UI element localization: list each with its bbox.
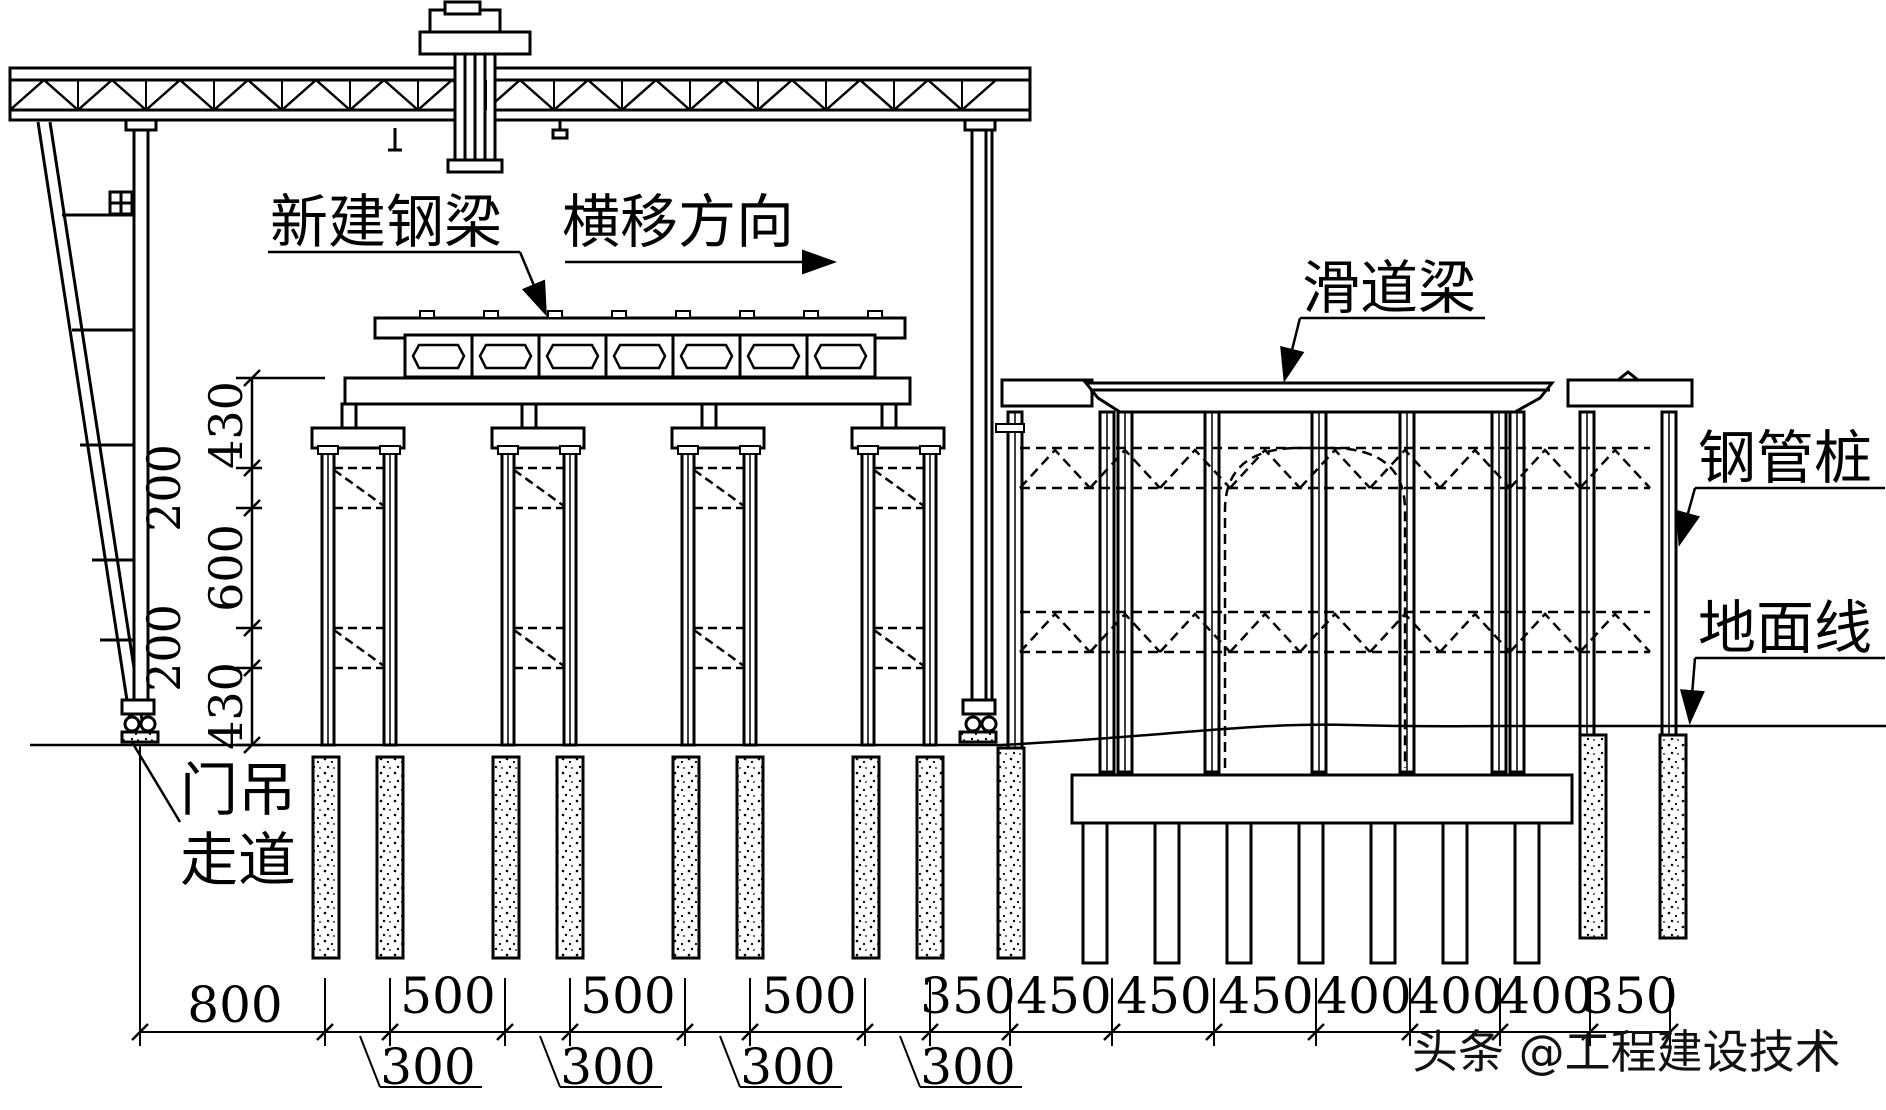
hdim-500-b: 500 [580,967,675,1025]
hdim-400-c: 400 [1498,967,1593,1025]
hdim-800: 800 [187,976,282,1034]
hdim-450-a: 450 [1016,967,1111,1025]
hdim-300-a: 300 [380,1038,475,1096]
hdim-350-b: 350 [1582,967,1677,1025]
vertical-dimension-labels: 430 200 600 200 430 [137,381,253,750]
label-gantry-walkway-2: 走道 [180,826,296,894]
vertical-dimension-line [236,369,325,754]
vdim-430-top: 430 [199,381,253,469]
bottom-dimension-labels-row1: 800 500 500 500 350 450 450 450 400 400 … [187,967,1677,1034]
bottom-dimension-lines [131,745,1679,1088]
callouts [130,249,1885,823]
ground-line [30,723,1886,747]
hdim-400-a: 400 [1316,967,1411,1025]
watermark: 头条 @工程建设技术 [1412,1025,1841,1079]
new-steel-beam [343,310,912,406]
label-gantry-walkway-1: 门吊 [180,756,296,824]
hdim-300-b: 300 [560,1038,655,1096]
vdim-430-bottom: 430 [199,662,253,750]
bottom-dimension-labels-row2: 300 300 300 300 [380,1038,1015,1096]
label-ground-line: 地面线 [1698,594,1872,662]
gantry-crane [8,0,1032,744]
hdim-400-b: 400 [1408,967,1503,1025]
label-slide-beam: 滑道梁 [1302,254,1476,322]
hdim-300-c: 300 [740,1038,835,1096]
vdim-600: 600 [199,524,253,612]
label-lateral-move-direction: 横移方向 [562,188,794,256]
slide-beam-structure [995,370,1694,965]
support-frames [310,402,946,747]
vdim-200-bottom: 200 [137,604,191,692]
label-new-steel-beam: 新建钢梁 [270,188,502,256]
vdim-200-top: 200 [137,444,191,532]
hdim-350-a: 350 [920,967,1015,1025]
crane-trolley [388,0,569,174]
hdim-450-c: 450 [1218,967,1313,1025]
hdim-450-b: 450 [1116,967,1211,1025]
hdim-300-d: 300 [920,1038,1015,1096]
concrete-piles [311,733,1688,960]
label-steel-pipe-pile: 钢管桩 [1698,424,1872,492]
hdim-500-c: 500 [761,967,856,1025]
hdim-500-a: 500 [400,967,495,1025]
